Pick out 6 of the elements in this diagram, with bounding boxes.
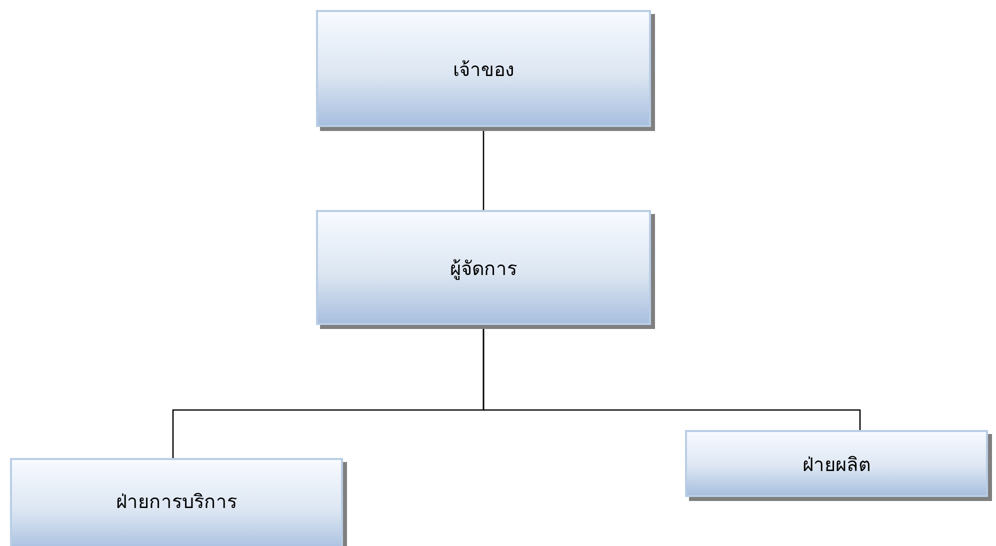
box-label: ฝ่ายผลิต <box>802 452 870 478</box>
box-label: ฝ่ายการบริการ <box>116 490 237 515</box>
box-label: ผู้จัดการ <box>450 256 517 282</box>
connector-line <box>482 129 484 210</box>
box-label: เจ้าของ <box>453 58 514 82</box>
connector-line <box>482 327 861 430</box>
